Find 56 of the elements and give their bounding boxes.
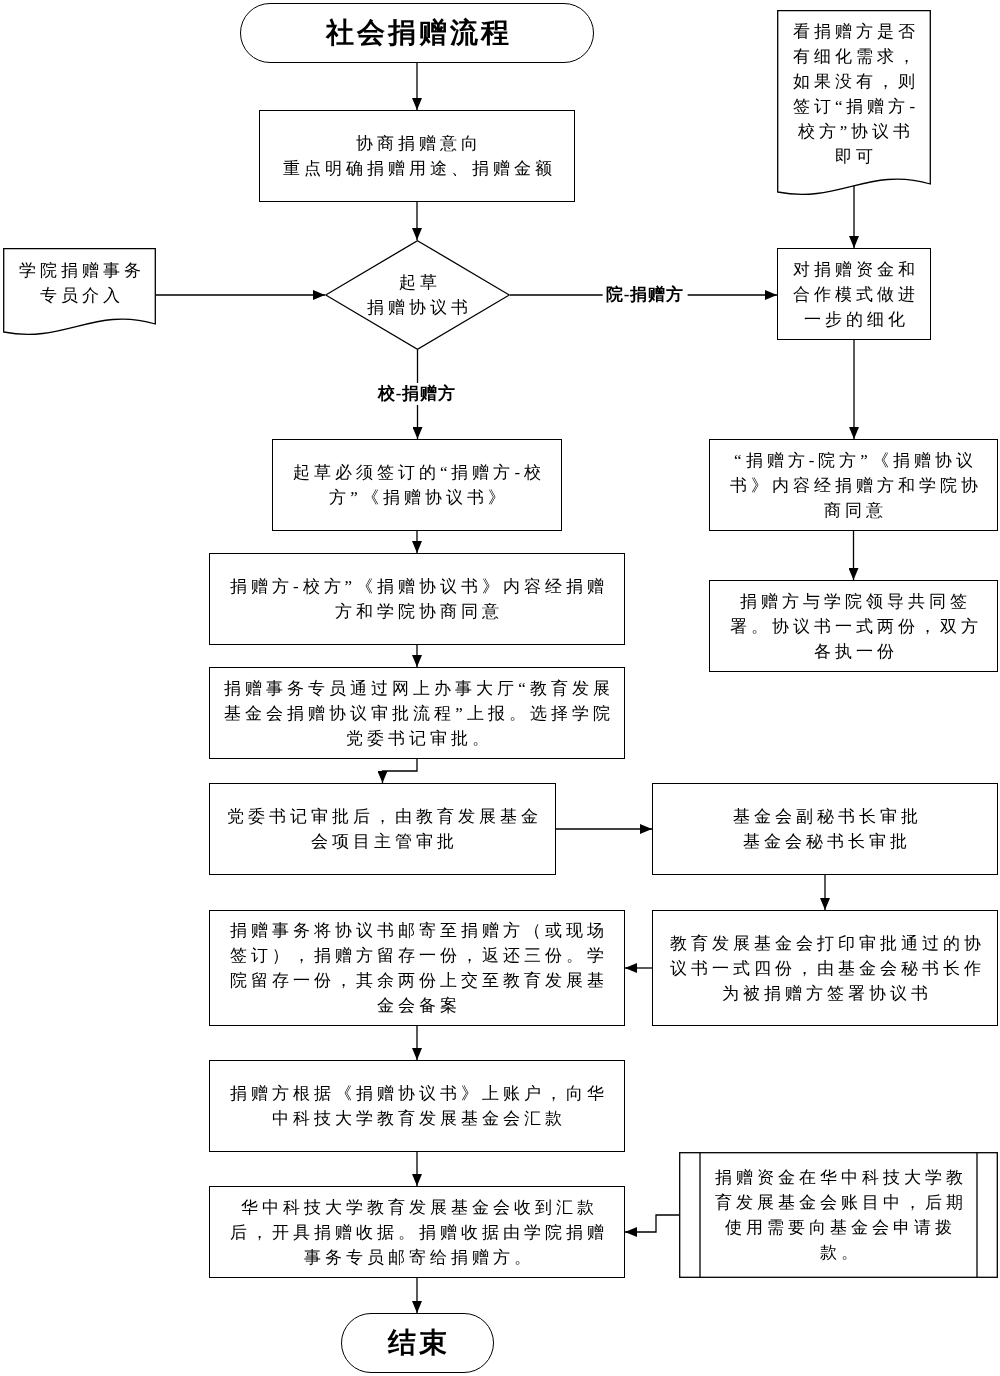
- step-text: 捐赠事务将协议书邮寄至捐赠方（或现场签订），捐赠方留存一份，返还三份。学院留存一份，其余两份上交至教育发展基金会备案: [229, 920, 609, 1017]
- step-text: 捐赠资金在华中科技大学教育发展基金会账目中，后期使用需要向基金会申请拨款。: [713, 1167, 968, 1264]
- terminal-text: 结束: [386, 1326, 450, 1360]
- process-box: [272, 439, 562, 531]
- decision-diamond: [325, 240, 510, 350]
- flow-arrow: [848, 530, 859, 581]
- flow-arrow: [820, 874, 830, 911]
- step-text: “捐赠方-院方”《捐赠协议书》内容经捐赠方和学院协商同意: [728, 449, 983, 522]
- flow-arrow: [849, 339, 859, 440]
- flow-arrow: [412, 62, 422, 111]
- process-box: [209, 1060, 625, 1152]
- flow-arrow: [624, 1214, 680, 1237]
- step-text: 基金会秘书长审批: [742, 831, 911, 853]
- terminal-shape: [341, 1313, 494, 1373]
- process-box: [652, 910, 998, 1026]
- step-text: 对捐赠资金和合作模式做进一步的细化: [792, 258, 920, 331]
- step-text: 党委书记审批后，由教育发展基金会项目主管审批: [226, 806, 543, 853]
- step-text: 起草必须签订的“捐赠方-校方”《捐赠协议书》: [291, 462, 547, 509]
- edge-label: 院-捐赠方: [602, 284, 688, 306]
- note-text: 看捐赠方是否有细化需求，如果没有，则签订“捐赠方-校方”协议书即可: [791, 21, 921, 168]
- step-text: 教育发展基金会打印审批通过的协议书一式四份，由基金会秘书长作为被捐赠方签署协议书: [668, 932, 986, 1005]
- step-text: 捐赠事务专员通过网上办事大厅“教育发展基金会捐赠协议审批流程”上报。选择学院党委书记审批。: [223, 677, 615, 750]
- decision-text: 起草: [397, 272, 441, 294]
- flow-arrow: [412, 530, 422, 554]
- predefined-process-box: [679, 1152, 998, 1278]
- process-box: [209, 783, 556, 875]
- terminal-shape: [240, 3, 594, 63]
- process-box: [259, 110, 575, 202]
- flow-arrow: [849, 185, 859, 249]
- flow-arrow: [412, 1277, 422, 1314]
- process-box: [709, 580, 998, 672]
- step-text: 协商捐赠意向: [355, 133, 482, 155]
- step-text: 捐赠方-校方”《捐赠协议书》内容经捐赠方和学院协商同意: [228, 576, 610, 623]
- note-text: 学院捐赠事务专员介入: [17, 260, 146, 307]
- terminal-text: 社会捐赠流程: [324, 16, 512, 50]
- step-text: 捐赠方根据《捐赠协议书》上账户，向华中科技大学教育发展基金会汇款: [229, 1083, 609, 1130]
- step-text: 基金会副秘书长审批: [731, 806, 922, 828]
- process-box: [209, 1186, 625, 1278]
- flow-arrow: [624, 963, 653, 973]
- process-box: [209, 553, 625, 645]
- step-text: 重点明确捐赠用途、捐赠金额: [281, 158, 556, 180]
- flow-arrow: [412, 1025, 422, 1061]
- process-box: [209, 667, 625, 759]
- flow-arrow: [412, 1151, 422, 1187]
- process-box: [209, 910, 625, 1026]
- flow-arrow: [155, 290, 326, 300]
- process-box: [652, 783, 998, 875]
- step-text: 华中科技大学教育发展基金会收到汇款后，开具捐赠收据。捐赠收据由学院捐赠事务专员邮寄给捐赠方。: [229, 1196, 609, 1269]
- step-text: 捐赠方与学院领导共同签署。协议书一式两份，双方各执一份: [728, 590, 983, 663]
- flow-arrow: [412, 201, 422, 241]
- flow-arrow: [555, 824, 653, 834]
- process-box: [709, 439, 998, 531]
- decision-text: 捐赠协议书: [366, 297, 472, 319]
- flow-arrow: [377, 758, 418, 784]
- process-box: [777, 248, 931, 340]
- flow-arrow: [412, 644, 422, 668]
